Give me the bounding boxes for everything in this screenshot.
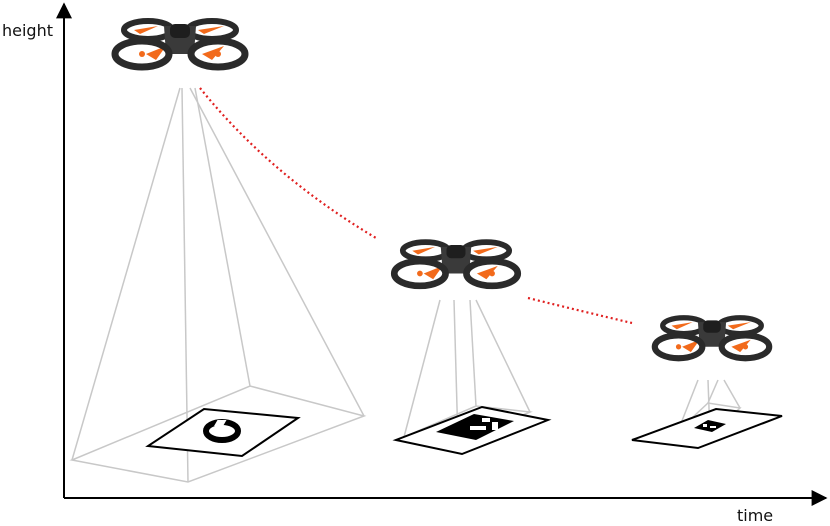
drone-mid bbox=[394, 242, 518, 286]
view-frustum-high bbox=[69, 87, 367, 483]
drone-low bbox=[655, 318, 769, 358]
x-axis-label: time bbox=[737, 506, 774, 525]
marker-pad-mid bbox=[214, 405, 552, 456]
y-axis-label: height bbox=[2, 21, 53, 40]
trajectory-segment-2 bbox=[527, 296, 633, 325]
marker-pad-low bbox=[631, 407, 783, 450]
drone-high bbox=[115, 21, 245, 67]
trajectory-segment-1 bbox=[199, 87, 377, 239]
